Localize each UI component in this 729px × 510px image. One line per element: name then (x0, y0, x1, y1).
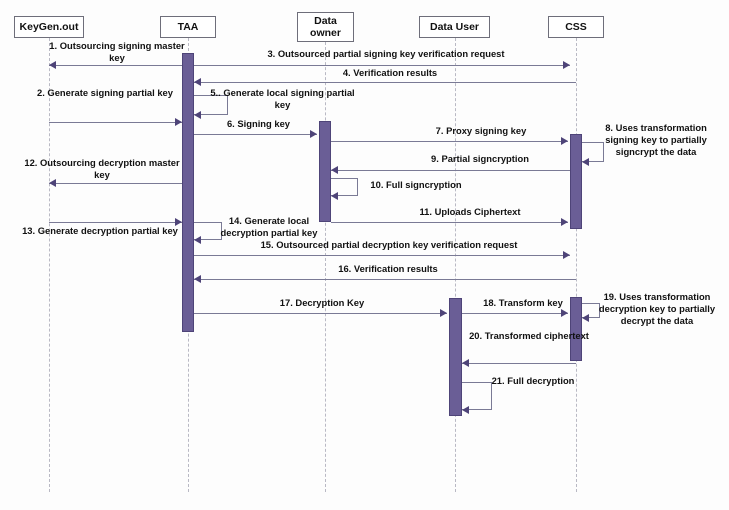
actor-label-css: CSS (565, 20, 587, 33)
message-label-1: 1. Outsourcing signing master key (49, 40, 185, 63)
arrowhead-1 (49, 61, 56, 69)
lifeline-owner (325, 42, 326, 492)
message-line-17 (194, 313, 447, 314)
lifeline-user (455, 38, 456, 492)
arrowhead-11 (561, 218, 568, 226)
arrowhead-20 (462, 359, 469, 367)
arrowhead-2 (175, 118, 182, 126)
activation-bar-css (570, 134, 582, 229)
self-message-5 (194, 95, 228, 115)
arrowhead-7 (561, 137, 568, 145)
message-line-3 (194, 65, 570, 66)
message-label-4: 4. Verification results (342, 67, 438, 78)
message-line-20 (462, 363, 576, 364)
message-label-15: 15. Outsourced partial decryption key ve… (260, 239, 518, 250)
self-message-21 (462, 382, 492, 410)
message-line-4 (194, 82, 576, 83)
self-message-14 (194, 222, 222, 240)
arrowhead-9 (331, 166, 338, 174)
message-line-16 (194, 279, 576, 280)
arrowhead-13 (175, 218, 182, 226)
actor-box-keygen[interactable]: KeyGen.out (14, 16, 84, 38)
self-message-19 (582, 303, 600, 318)
arrowhead-4 (194, 78, 201, 86)
activation-bar-owner (319, 121, 331, 222)
arrowhead-19 (582, 314, 589, 322)
activation-bar-css (570, 297, 582, 361)
actor-box-user[interactable]: Data User (419, 16, 490, 38)
message-line-2 (49, 122, 182, 123)
message-label-19: 19. Uses transformation decryption key t… (598, 291, 716, 326)
arrowhead-10 (331, 192, 338, 200)
message-label-18: 18. Transform key (483, 297, 563, 308)
actor-label-user: Data User (429, 20, 480, 33)
message-label-2: 2. Generate signing partial key (37, 87, 173, 98)
self-message-10 (331, 178, 358, 196)
message-label-7: 7. Proxy signing key (435, 125, 527, 136)
arrowhead-3 (563, 61, 570, 69)
message-line-7 (331, 141, 568, 142)
message-line-15 (194, 255, 570, 256)
actor-box-taa[interactable]: TAA (160, 16, 216, 38)
arrowhead-16 (194, 275, 201, 283)
message-line-18 (462, 313, 568, 314)
arrowhead-8 (582, 158, 589, 166)
message-label-20: 20. Transformed ciphertext (469, 330, 589, 341)
lifeline-keygen (49, 38, 50, 492)
self-message-8 (582, 142, 604, 162)
arrowhead-21 (462, 406, 469, 414)
activation-bar-user (449, 298, 462, 416)
arrowhead-14 (194, 236, 201, 244)
message-label-17: 17. Decryption Key (279, 297, 365, 308)
actor-box-css[interactable]: CSS (548, 16, 604, 38)
activation-bar-taa (182, 53, 194, 332)
arrowhead-17 (440, 309, 447, 317)
message-line-11 (331, 222, 568, 223)
message-label-21: 21. Full decryption (491, 375, 575, 386)
arrowhead-18 (561, 309, 568, 317)
message-label-5: 5.. Generate local signing partial key (210, 87, 355, 110)
message-label-6: 6. Signing key (226, 118, 291, 129)
message-label-14: 14. Generate local decryption partial ke… (220, 215, 318, 238)
arrowhead-15 (563, 251, 570, 259)
message-label-12: 12. Outsourcing decryption master key (24, 157, 180, 180)
message-line-13 (49, 222, 182, 223)
actor-label-taa: TAA (177, 20, 199, 33)
arrowhead-6 (310, 130, 317, 138)
message-label-3: 3. Outsourced partial signing key verifi… (267, 48, 505, 59)
message-label-8: 8. Uses transformation signing key to pa… (605, 122, 707, 157)
message-label-10: 10. Full signcryption (370, 179, 462, 190)
arrowhead-12 (49, 179, 56, 187)
message-label-11: 11. Uploads Ciphertext (419, 206, 521, 217)
actor-label-keygen: KeyGen.out (19, 20, 79, 33)
message-line-1 (49, 65, 182, 66)
message-line-6 (194, 134, 317, 135)
message-label-16: 16. Verification results (338, 263, 438, 274)
message-label-13: 13. Generate decryption partial key (22, 225, 178, 236)
message-line-9 (331, 170, 570, 171)
message-line-12 (49, 183, 182, 184)
arrowhead-5 (194, 111, 201, 119)
lifeline-css (576, 38, 577, 492)
message-label-9: 9. Partial signcryption (431, 153, 529, 164)
